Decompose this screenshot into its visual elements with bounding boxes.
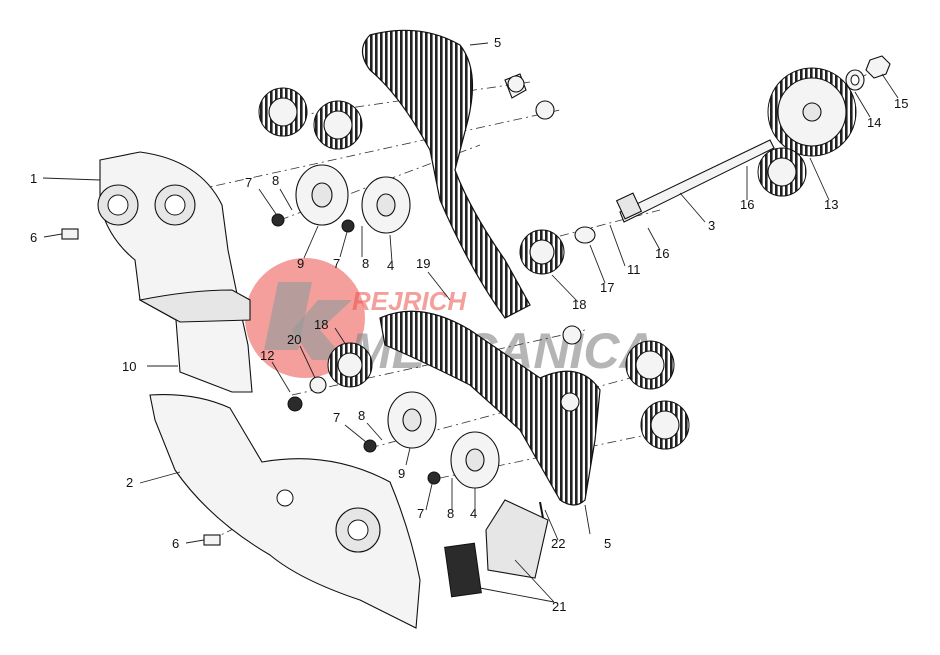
callout-22: 22 xyxy=(551,536,565,551)
camshaft-pulleys-upper xyxy=(258,73,555,150)
callout-16a: 16 xyxy=(740,197,754,212)
callout-4a: 4 xyxy=(387,258,394,273)
callout-7a: 7 xyxy=(245,175,252,190)
callout-14: 14 xyxy=(867,115,881,130)
callout-5a: 5 xyxy=(494,35,501,50)
lower-belt-cover xyxy=(149,394,421,629)
leader-lines xyxy=(42,42,899,603)
callout-12: 12 xyxy=(260,348,274,363)
gear-small xyxy=(757,147,807,197)
callout-18a: 18 xyxy=(572,297,586,312)
callout-20: 20 xyxy=(287,332,301,347)
callout-6b: 6 xyxy=(172,536,179,551)
callout-6a: 6 xyxy=(30,230,37,245)
camshaft-pulleys-lower xyxy=(560,325,690,450)
washer-and-nut xyxy=(845,55,891,91)
sensor-bracket xyxy=(444,499,549,598)
drive-pulleys xyxy=(309,226,596,394)
callout-labels: 1 2 3 4 4 5 5 6 6 7 7 7 7 8 8 8 8 9 9 10… xyxy=(30,35,908,614)
callout-9b: 9 xyxy=(398,466,405,481)
callout-13: 13 xyxy=(824,197,838,212)
gear-large xyxy=(767,67,857,157)
callout-21: 21 xyxy=(552,599,566,614)
callout-7d: 7 xyxy=(417,506,424,521)
callout-7b: 7 xyxy=(333,256,340,271)
tensioner-rollers xyxy=(271,164,500,489)
callout-18b: 18 xyxy=(314,317,328,332)
callout-8c: 8 xyxy=(358,408,365,423)
timing-belt-upper xyxy=(361,29,531,319)
callout-7c: 7 xyxy=(333,410,340,425)
callout-8d: 8 xyxy=(447,506,454,521)
callout-11: 11 xyxy=(627,262,641,277)
callout-19: 19 xyxy=(416,256,430,271)
callout-9a: 9 xyxy=(297,256,304,271)
callout-4b: 4 xyxy=(470,506,477,521)
upper-belt-cover xyxy=(97,151,253,393)
callout-8a: 8 xyxy=(272,173,279,188)
callout-5b: 5 xyxy=(604,536,611,551)
callout-3: 3 xyxy=(708,218,715,233)
callout-15: 15 xyxy=(894,96,908,111)
callout-10: 10 xyxy=(122,359,136,374)
timing-belt-lower xyxy=(379,310,601,506)
callout-17: 17 xyxy=(600,280,614,295)
drive-shaft xyxy=(615,139,775,223)
callout-8b: 8 xyxy=(362,256,369,271)
callout-1: 1 xyxy=(30,171,37,186)
callout-2: 2 xyxy=(126,475,133,490)
callout-16b: 16 xyxy=(655,246,669,261)
